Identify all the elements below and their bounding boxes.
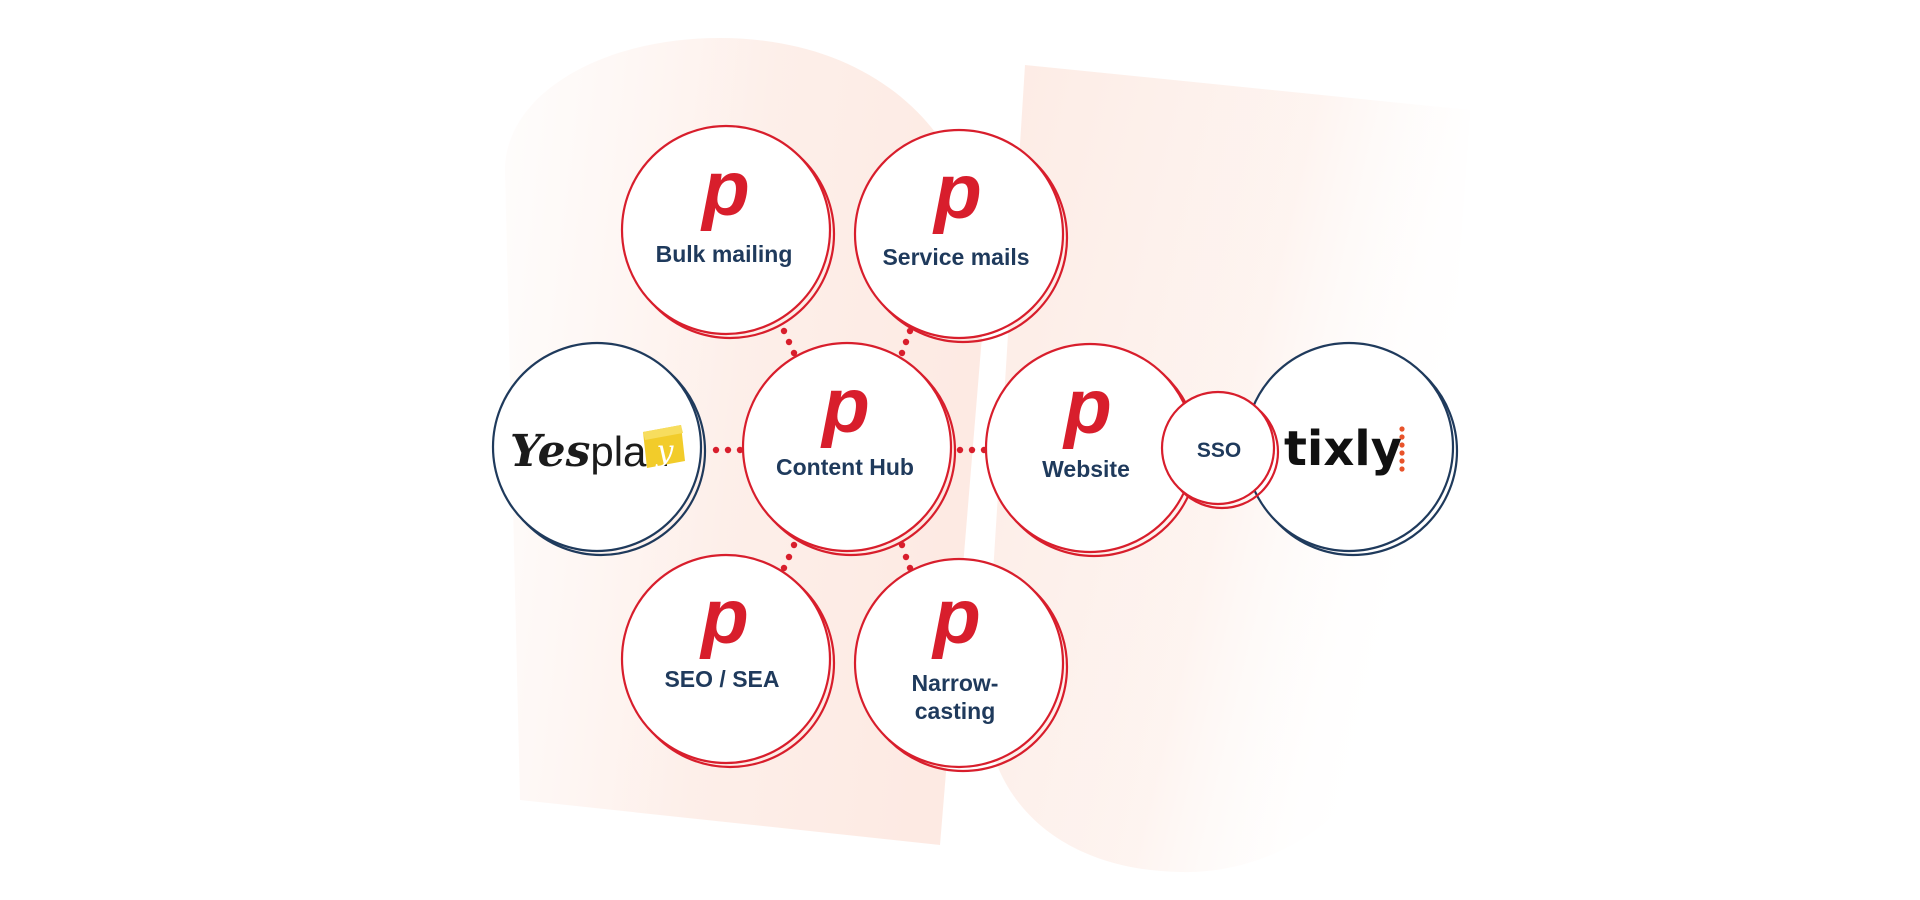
p-logo-icon: p [820,361,870,449]
p-logo-icon: p [932,147,982,235]
partner-yesplan: Yesplan y [491,341,707,557]
tixly-logo: tixly [1284,421,1405,477]
connector-hub-service-mails [898,327,914,357]
sso-label: SSO [1197,439,1241,462]
node-bulk-mailing: p Bulk mailing [620,124,836,340]
node-content-hub: p Content Hub [741,341,957,557]
p-logo-icon: p [1062,362,1112,450]
p-logo-icon: p [700,144,750,232]
tixly-dots-icon [1399,426,1405,472]
connector-hub-website [956,446,988,454]
svg-text:y: y [655,434,675,469]
sso-connector: SSO [1160,390,1280,510]
connector-yesplan-hub [712,446,744,454]
node-label: SEO / SEA [664,666,779,692]
node-label: Website [1042,456,1130,482]
yesplan-tile-icon: y [643,425,685,469]
connector-hub-seo-sea [780,541,798,572]
node-website: p Website [984,342,1200,558]
yesplan-logo: Yesplan y [510,425,685,477]
node-label: Content Hub [776,454,914,480]
p-logo-icon: p [699,572,749,660]
node-service-mails: p Service mails [853,128,1069,344]
p-logo-icon: p [931,572,981,660]
node-label: Service mails [882,244,1029,270]
connector-hub-bulk-mailing [780,327,798,357]
partner-tixly: tixly [1243,341,1459,557]
node-seo-sea: p SEO / SEA [620,553,836,769]
node-label-line1: Narrow- [912,670,999,696]
node-label-line2: casting [915,698,996,724]
svg-text:tixly: tixly [1284,421,1402,477]
node-label: Bulk mailing [656,241,793,267]
node-narrowcasting: p Narrow- casting [853,557,1069,773]
